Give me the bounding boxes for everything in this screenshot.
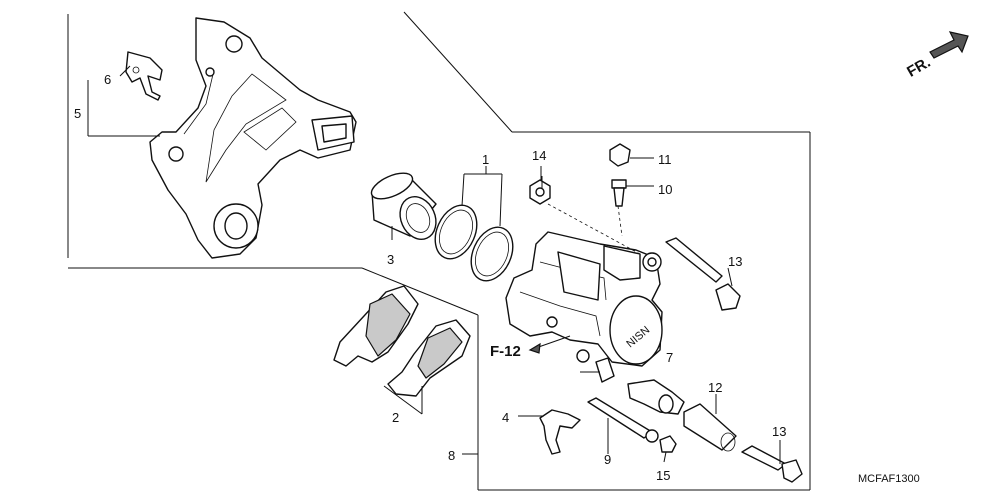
callout-9: 9 <box>604 452 611 467</box>
caliper-piston <box>370 172 437 240</box>
rubber-cap <box>529 176 551 205</box>
callout-15: 15 <box>656 468 670 483</box>
callout-10: 10 <box>658 182 672 197</box>
callout-14: 14 <box>532 148 546 163</box>
callout-13-lower: 13 <box>772 424 786 439</box>
callout-5: 5 <box>74 106 81 121</box>
pad-pin-plug <box>659 435 677 453</box>
callout-12: 12 <box>708 380 722 395</box>
callout-2: 2 <box>392 410 399 425</box>
brake-pad-set <box>333 285 471 397</box>
pad-pin <box>587 397 659 443</box>
pad-retainer-clip <box>125 51 163 101</box>
slide-pin-boot <box>595 357 685 415</box>
front-direction-arrow <box>929 31 969 59</box>
pin-bolt-upper <box>665 237 741 311</box>
sleeve <box>683 403 737 452</box>
callout-1: 1 <box>482 152 489 167</box>
callout-13-upper: 13 <box>728 254 742 269</box>
callout-4: 4 <box>502 410 509 425</box>
callout-7: 7 <box>666 350 673 365</box>
caliper-bracket <box>149 17 357 259</box>
group-boundary-lines <box>67 11 811 491</box>
bleeder-screw <box>611 179 654 207</box>
diagram-code: MCFAF1300 <box>858 473 920 485</box>
piston-seal-set <box>434 204 514 282</box>
callout-leader-lines <box>87 65 781 464</box>
pad-spring <box>539 409 581 455</box>
callout-11: 11 <box>658 152 672 167</box>
callout-3: 3 <box>387 252 394 267</box>
bleeder-cap <box>609 143 654 167</box>
callout-6: 6 <box>104 72 111 87</box>
caliper-body: NISN <box>505 231 663 367</box>
pin-bolt-lower <box>741 445 803 483</box>
front-label: FR. <box>904 54 933 81</box>
reference-arrow <box>528 335 571 354</box>
reference-label: F-12 <box>490 343 521 360</box>
callout-8: 8 <box>448 448 455 463</box>
